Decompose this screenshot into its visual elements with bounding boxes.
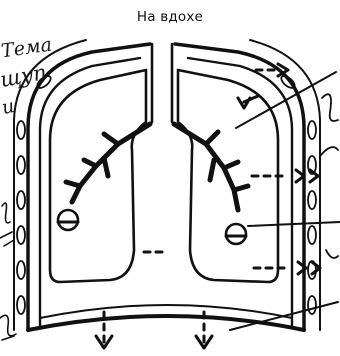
- label-leader-lines: [230, 72, 340, 330]
- diaphragm: [28, 305, 304, 330]
- alveoli: [58, 210, 246, 244]
- left-lung: [50, 70, 146, 282]
- left-ribs: [17, 74, 53, 314]
- right-edge-scribbles: [320, 94, 338, 258]
- right-ribs: [279, 74, 316, 314]
- trachea: [152, 44, 172, 122]
- bronchi: [66, 124, 248, 210]
